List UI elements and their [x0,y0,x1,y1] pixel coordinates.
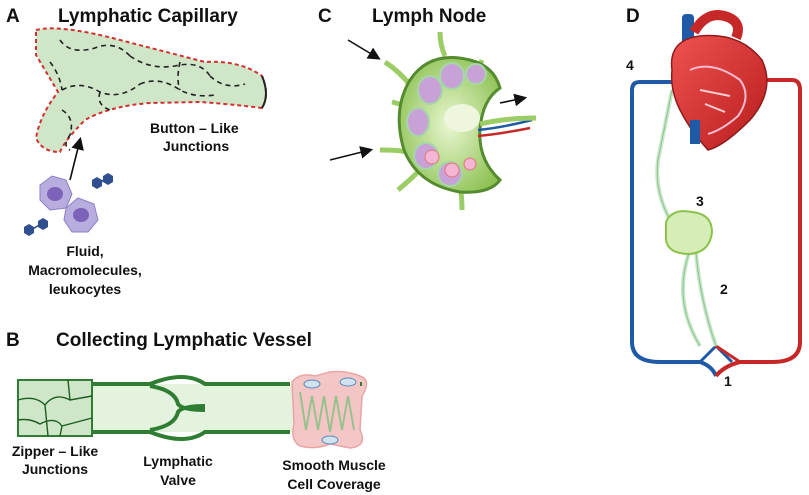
panel-d: D 1 2 3 4 [626,6,802,389]
venous-circulation [630,80,718,377]
efferent-arrow [499,93,528,107]
hilum-artery [477,126,531,138]
zipper-junctions [17,379,93,437]
panel-a: A Lymphatic Capillary Button – Like Junc… [6,6,267,297]
hilum-vein [477,118,533,132]
lymphatic-valve [149,384,206,432]
button-junctions [49,39,246,151]
input-arrow [69,136,84,181]
zipper-label-line-1: Zipper – Like [12,443,99,459]
button-junction-label-line-1: Button – Like [150,120,239,136]
input-label-line-1: Fluid, [66,243,103,259]
zipper-label-line-2: Junctions [22,461,88,477]
lymphatic-capillary [34,27,267,154]
valve-label-line-1: Lymphatic [143,453,213,469]
lymph-node-d [665,210,714,256]
valve-label-line-2: Valve [160,472,196,488]
muscle-label-line-1: Smooth Muscle [282,457,386,473]
macromolecules [24,173,113,236]
label-number-3: 3 [696,193,704,209]
panel-b-title: Collecting Lymphatic Vessel [56,330,312,351]
heart [670,10,768,151]
panel-c-letter: C [318,6,332,27]
lymph-node [397,56,502,194]
lymphatic-vessels-d-outline [656,89,717,347]
panel-c: C Lymph Node [318,6,537,211]
input-label-line-3: leukocytes [49,281,122,297]
input-label-line-2: Macromolecules, [28,262,142,278]
afferent-arrow-bottom [329,146,374,161]
capillary-bed-arterial [715,344,741,364]
label-number-4: 4 [626,57,634,73]
leukocytes [39,175,99,233]
panel-a-letter: A [6,6,20,27]
afferent-arrow-top [347,39,381,60]
panel-d-letter: D [626,6,640,27]
panel-b-letter: B [6,330,20,351]
button-junction-label-line-2: Junctions [163,138,229,154]
label-number-2: 2 [720,281,728,297]
panel-b: B Collecting Lymphatic Vessel Zipper – L… [6,330,386,492]
muscle-label-line-2: Cell Coverage [287,476,381,492]
panel-a-title: Lymphatic Capillary [58,6,238,27]
arterial-circulation [714,78,802,378]
smooth-muscle-cells [291,370,368,449]
label-number-1: 1 [724,373,732,389]
panel-c-title: Lymph Node [372,6,486,27]
efferent-vessel [479,115,537,127]
